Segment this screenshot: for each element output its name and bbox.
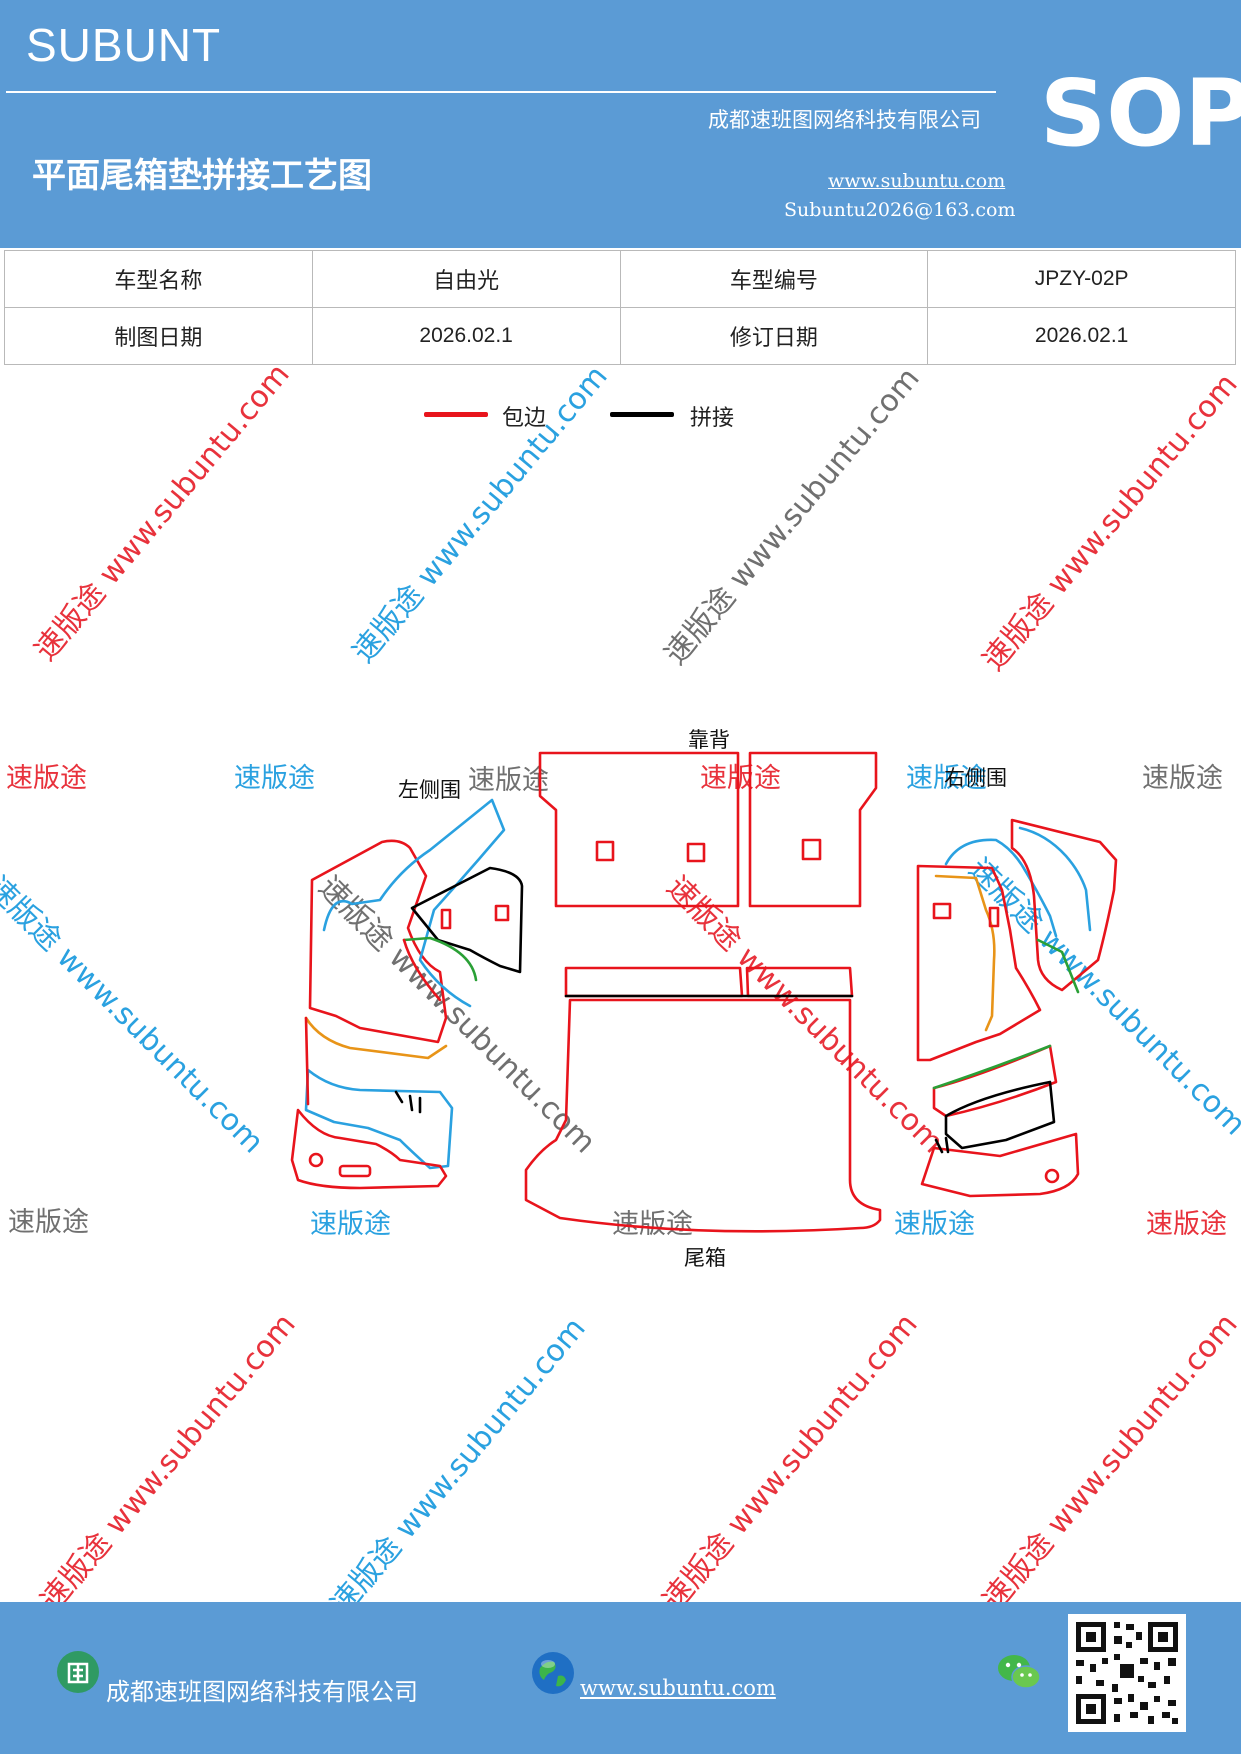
- watermark-short: 速版途: [700, 763, 781, 794]
- website-link[interactable]: www.subuntu.com: [828, 170, 1006, 192]
- table-cell: 2026.02.1: [311, 307, 621, 365]
- footer-website-link[interactable]: www.subuntu.com: [580, 1676, 776, 1700]
- table-cell: 自由光: [311, 250, 621, 308]
- table-row: 车型名称 自由光 车型编号 JPZY-02P: [4, 250, 1236, 308]
- legend-swatch-edge: [424, 412, 488, 417]
- watermark-short: 速版途: [310, 1209, 391, 1240]
- watermark: 速版途 www.subuntu.com: [34, 1307, 303, 1618]
- legend-swatch-seam: [610, 412, 674, 417]
- table-cell: 车型编号: [619, 250, 929, 308]
- watermark-short: 速版途: [906, 763, 987, 794]
- header-divider: [6, 91, 996, 93]
- trunk-floor-panel: [524, 998, 882, 1233]
- label-backrest: 靠背: [688, 728, 730, 752]
- header-banner: [0, 0, 1241, 248]
- trunk-mat-diagram: [290, 751, 1118, 1233]
- right-side-panel-lower: [920, 1132, 1080, 1198]
- email-text: Subuntu2026@163.com: [784, 199, 1016, 221]
- right-side-panel-upper: [916, 864, 1042, 1062]
- vehicle-info-table: 车型名称 自由光 车型编号 JPZY-02P 制图日期 2026.02.1 修订…: [4, 250, 1236, 365]
- sop-badge: SOP: [1040, 60, 1241, 167]
- legend-label-edge: 包边: [502, 406, 547, 431]
- table-cell: 2026.02.1: [927, 307, 1236, 365]
- wechat-icon[interactable]: [996, 1652, 1042, 1692]
- watermark-short: 速版途: [6, 763, 87, 794]
- table-cell: JPZY-02P: [927, 250, 1236, 308]
- table-row: 制图日期 2026.02.1 修订日期 2026.02.1: [4, 307, 1236, 365]
- table-cell: 制图日期: [4, 307, 313, 365]
- legend-label-seam: 拼接: [690, 406, 735, 431]
- left-side-panel-lower: [290, 1108, 448, 1190]
- building-icon: [57, 1651, 99, 1693]
- watermark-short: 速版途: [1142, 763, 1223, 794]
- globe-icon: [532, 1652, 574, 1694]
- table-cell: 车型名称: [4, 250, 313, 308]
- watermark: 速版途 www.subuntu.com: [324, 1311, 593, 1622]
- watermark: 速版途 www.subuntu.com: [976, 1307, 1241, 1618]
- qr-code-icon[interactable]: [1068, 1614, 1186, 1732]
- watermark: 速版途 www.subuntu.com: [656, 1307, 925, 1618]
- watermark-short: 速版途: [894, 1209, 975, 1240]
- legend: 包边 拼接: [0, 398, 1241, 438]
- watermark-short: 速版途: [468, 765, 549, 796]
- label-left-side: 左侧围: [398, 778, 461, 802]
- watermark-short: 速版途: [8, 1207, 89, 1238]
- label-right-side: 右侧围: [944, 766, 1007, 790]
- page-title: 平面尾箱垫拼接工艺图: [32, 156, 372, 196]
- backrest-right-panel: [748, 751, 878, 908]
- watermark-short: 速版途: [1146, 1209, 1227, 1240]
- brand-name: SUBUNT: [26, 19, 222, 71]
- label-trunk: 尾箱: [684, 1246, 726, 1270]
- backrest-left-panel: [538, 751, 740, 908]
- footer-company: 成都速班图网络科技有限公司: [106, 1678, 418, 1706]
- watermark-short: 速版途: [234, 763, 315, 794]
- company-name: 成都速班图网络科技有限公司: [708, 108, 981, 132]
- table-cell: 修订日期: [619, 307, 929, 365]
- left-side-panel-upper: [308, 839, 448, 1044]
